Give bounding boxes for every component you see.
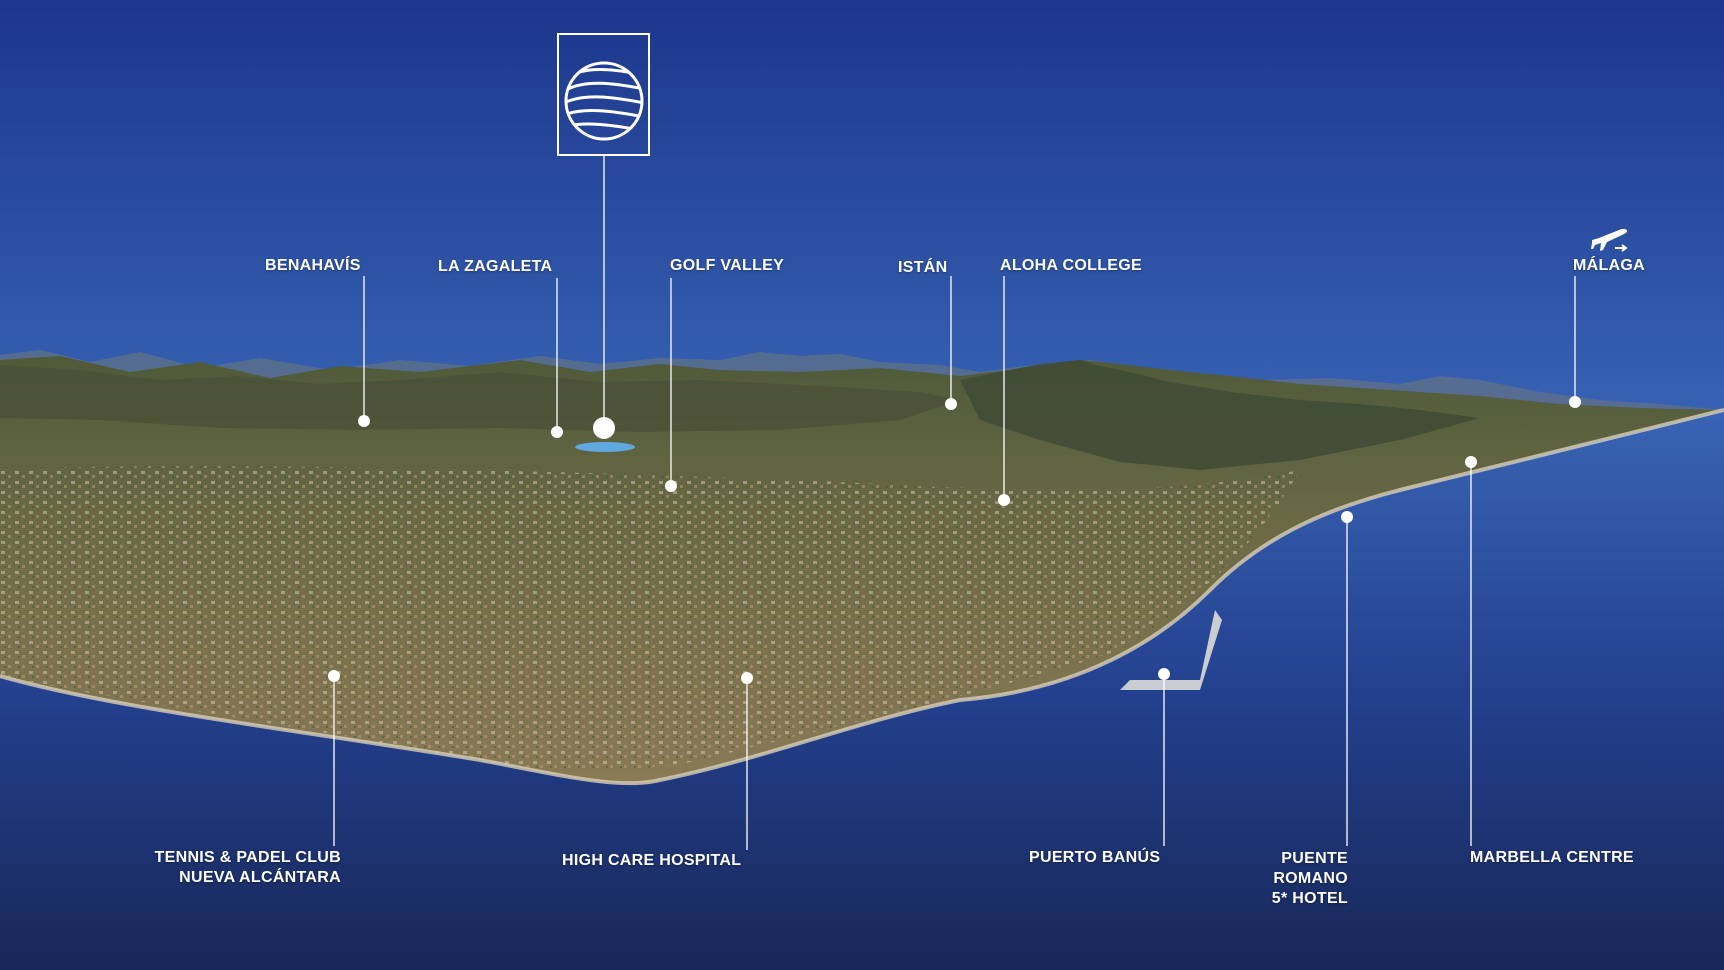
location-label-golf-valley: GOLF VALLEY [670, 257, 785, 274]
marker-istan [945, 398, 957, 410]
marker-la-zagaleta [551, 426, 563, 438]
marker-malaga [1569, 396, 1581, 408]
location-label-benahavis: BENAHAVÍS [265, 257, 361, 274]
location-label-marbella-centre: MARBELLA CENTRE [1470, 849, 1634, 866]
location-label-hospital: HIGH CARE HOSPITAL [562, 852, 742, 869]
marker-golf-valley [665, 480, 677, 492]
location-label-puerto-banus: PUERTO BANÚS [1029, 849, 1161, 866]
location-label-malaga: MÁLAGA [1573, 257, 1646, 274]
brand-logo [557, 33, 650, 156]
marker-puente-romano [1341, 511, 1353, 523]
striped-globe-icon [564, 61, 644, 141]
location-label-tennis-padel: TENNIS & PADEL CLUB NUEVA ALCÁNTARA [154, 849, 341, 886]
airplane-icon [1589, 224, 1631, 259]
marker-project [593, 417, 615, 439]
marker-benahavis [358, 415, 370, 427]
marker-aloha-college [998, 494, 1010, 506]
location-label-aloha-college: ALOHA COLLEGE [1000, 257, 1142, 274]
marker-marbella-centre [1465, 456, 1477, 468]
marker-puerto-banus [1158, 668, 1170, 680]
location-label-puente-romano: PUENTE ROMANO 5* HOTEL [1271, 850, 1348, 907]
marker-tennis-padel [328, 670, 340, 682]
location-label-istan: ISTÁN [898, 259, 948, 276]
leader-lines [333, 156, 1576, 850]
marker-hospital [741, 672, 753, 684]
location-label-la-zagaleta: LA ZAGALETA [438, 258, 553, 275]
